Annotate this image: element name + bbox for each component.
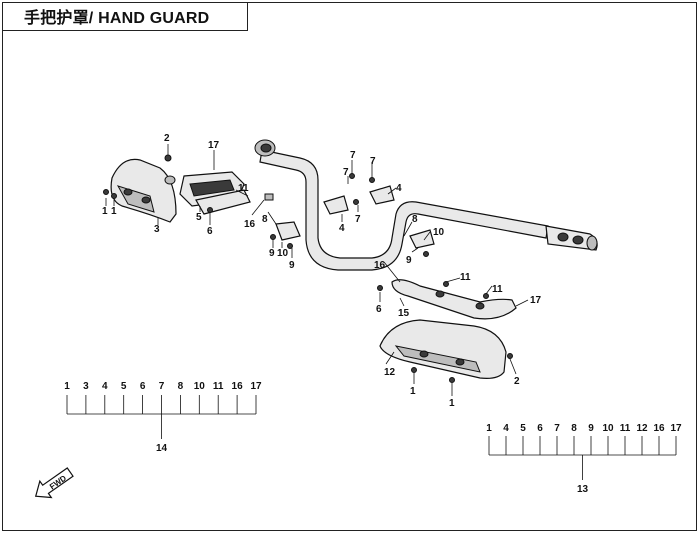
callout-center-4a: 4 <box>396 183 402 194</box>
group_right-item-label: 8 <box>571 423 577 434</box>
callout-right-6: 6 <box>376 304 382 315</box>
group_right-item-label: 7 <box>554 423 560 434</box>
callout-left-8: 8 <box>262 214 268 225</box>
callout-right-17: 17 <box>530 295 542 306</box>
left-clamp <box>264 193 301 241</box>
callout-right-11a: 11 <box>460 272 471 283</box>
left-callouts: 2 17 1 1 3 5 6 11 16 8 9 10 9 <box>102 133 295 271</box>
group_right-item-label: 9 <box>588 423 594 434</box>
left-bar-end <box>254 139 276 157</box>
callout-center-8: 8 <box>412 214 418 225</box>
group_left-item-label: 5 <box>121 381 127 392</box>
group_left-item-label: 10 <box>194 381 206 392</box>
leader-lines <box>105 144 529 396</box>
group_right-item-label: 4 <box>503 423 509 434</box>
group_left-item-label: 11 <box>213 381 224 392</box>
group_right-item-label: 17 <box>670 423 682 434</box>
callout-right-15: 15 <box>398 308 410 319</box>
callout-center-7c: 7 <box>343 167 349 178</box>
callout-center-7b: 7 <box>370 156 376 167</box>
callout-center-16: 16 <box>374 260 386 271</box>
group_left-item-label: 17 <box>250 381 262 392</box>
group_right-total: 13 <box>577 484 589 495</box>
handlebar <box>259 149 549 271</box>
callout-left-5: 5 <box>196 212 202 223</box>
callout-left-3: 3 <box>154 224 160 235</box>
group_left-item-label: 6 <box>140 381 146 392</box>
callout-right-2: 2 <box>514 376 520 387</box>
group_left-item-label: 16 <box>232 381 244 392</box>
fasteners <box>103 154 513 383</box>
page-title: 手把护罩/ HAND GUARD <box>2 2 248 31</box>
group_left-item-label: 3 <box>83 381 89 392</box>
group_left-item-label: 1 <box>64 381 70 392</box>
callout-center-10: 10 <box>433 227 445 238</box>
group_left-item-label: 4 <box>102 381 108 392</box>
callout-left-11: 11 <box>238 183 249 194</box>
callout-left-16: 16 <box>244 219 256 230</box>
callout-left-9b: 9 <box>289 260 295 271</box>
group_right-item-label: 16 <box>653 423 665 434</box>
center-callouts: 7 7 7 7 4 4 8 10 9 16 <box>339 150 445 271</box>
right-hand-guard <box>379 319 507 379</box>
callout-left-1b: 1 <box>111 206 117 217</box>
group_right-item-label: 12 <box>636 423 648 434</box>
group_left-total: 14 <box>156 443 168 454</box>
callout-left-10: 10 <box>277 248 289 259</box>
right-callouts: 11 11 17 6 15 12 2 1 1 <box>376 272 542 409</box>
callout-center-7a: 7 <box>350 150 356 161</box>
callout-left-17: 17 <box>208 140 220 151</box>
group_right-item-label: 10 <box>602 423 614 434</box>
callout-left-9a: 9 <box>269 248 275 259</box>
callout-center-4b: 4 <box>339 223 345 234</box>
callout-right-12: 12 <box>384 367 396 378</box>
group_right-item-label: 1 <box>486 423 492 434</box>
group_left-item-label: 8 <box>178 381 184 392</box>
callout-center-7d: 7 <box>355 214 361 225</box>
callout-left-2: 2 <box>164 133 170 144</box>
right-grip <box>545 225 598 251</box>
callout-right-11b: 11 <box>492 284 503 295</box>
group_left-item-label: 7 <box>159 381 165 392</box>
right-bracket-bar <box>391 279 517 320</box>
group_right-item-label: 5 <box>520 423 526 434</box>
callout-left-6: 6 <box>207 226 213 237</box>
callout-right-1b: 1 <box>449 398 455 409</box>
left-hand-guard <box>110 158 177 223</box>
callout-center-9: 9 <box>406 255 412 266</box>
group_right-item-label: 6 <box>537 423 543 434</box>
group_right-item-label: 11 <box>620 423 631 434</box>
callout-left-1a: 1 <box>102 206 108 217</box>
fwd-arrow-icon: FWD <box>34 467 74 499</box>
group-bracket-left: 1 3 4 5 6 7 8 10 11 16 17 14 <box>64 381 262 454</box>
callout-right-1a: 1 <box>410 386 416 397</box>
